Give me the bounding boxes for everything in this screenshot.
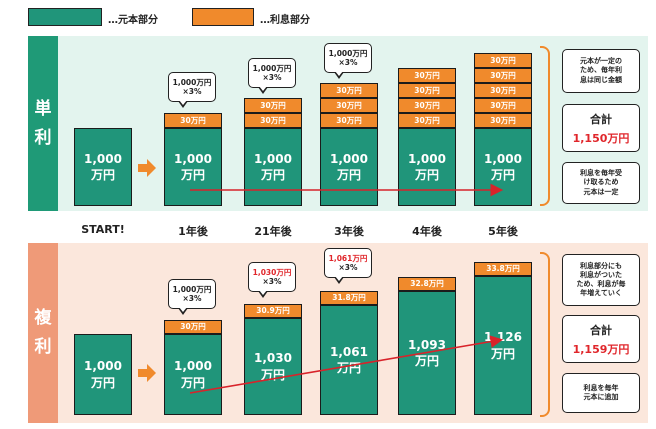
x-label: 3年後	[334, 225, 364, 238]
bubble-tail-inner	[259, 86, 267, 91]
simple-total-value: 1,150万円	[572, 132, 630, 145]
interest-segment: 30万円	[164, 113, 222, 128]
interest-segment: 30万円	[320, 113, 378, 128]
interest-segment: 30万円	[398, 98, 456, 113]
interest-segment: 30万円	[474, 53, 532, 68]
interest-segment: 32.8万円	[398, 277, 456, 291]
calc-bubble-rate: ×3%	[262, 277, 282, 286]
simple-total-box: 合計 1,150万円	[562, 104, 640, 152]
calc-bubble-rate: ×3%	[182, 87, 202, 96]
interest-segment: 30万円	[398, 113, 456, 128]
bubble-tail-inner	[179, 100, 187, 105]
simple-interest-tab: 単利	[28, 36, 58, 211]
interest-segment: 30万円	[474, 68, 532, 83]
calc-bubble: 1,000万円×3%	[324, 43, 372, 73]
bubble-tail-inner	[335, 71, 343, 76]
interest-segment: 30万円	[320, 98, 378, 113]
compound-bracket	[540, 252, 550, 417]
start-arrow-compound	[138, 364, 156, 382]
x-label: 4年後	[412, 225, 442, 238]
interest-segment: 30万円	[474, 83, 532, 98]
calc-bubble: 1,000万円×3%	[248, 58, 296, 88]
compound-total-value: 1,159万円	[572, 343, 630, 356]
legend-interest-label: …利息部分	[260, 15, 310, 26]
x-label: 5年後	[488, 225, 518, 238]
x-label: START!	[81, 223, 125, 236]
simple-note-top: 元本が一定のため、毎年利息は同じ金額	[562, 49, 640, 93]
calc-bubble: 1,000万円×3%	[168, 279, 216, 309]
interest-segment: 33.8万円	[474, 262, 532, 276]
x-label: 21年後	[254, 225, 292, 238]
compound-total-label: 合計	[590, 324, 612, 337]
interest-segment: 30.9万円	[244, 304, 302, 318]
calc-bubble-principal: 1,030万円	[252, 267, 292, 277]
compound-total-box: 合計 1,159万円	[562, 315, 640, 363]
calc-bubble-principal: 1,000万円	[252, 63, 292, 73]
calc-bubble-principal: 1,000万円	[172, 77, 212, 87]
simple-bracket	[540, 46, 550, 206]
legend-principal-label: …元本部分	[108, 15, 158, 26]
calc-bubble-rate: ×3%	[262, 73, 282, 82]
compound-note-bottom: 利息を毎年元本に追加	[562, 373, 640, 413]
interest-segment: 30万円	[474, 113, 532, 128]
simple-total-label: 合計	[590, 113, 612, 126]
bubble-tail-inner	[335, 276, 343, 281]
interest-segment: 30万円	[244, 98, 302, 113]
calc-bubble-rate: ×3%	[338, 263, 358, 272]
calc-bubble: 1,061万円×3%	[324, 248, 372, 278]
interest-segment: 30万円	[398, 68, 456, 83]
interest-segment: 30万円	[164, 320, 222, 334]
bubble-tail-inner	[179, 307, 187, 312]
interest-segment: 30万円	[398, 83, 456, 98]
calc-bubble-rate: ×3%	[182, 294, 202, 303]
calc-bubble-principal: 1,000万円	[328, 48, 368, 58]
calc-bubble: 1,000万円×3%	[168, 72, 216, 102]
bubble-tail-inner	[259, 290, 267, 295]
interest-segment: 30万円	[320, 83, 378, 98]
compound-interest-tab: 複利	[28, 243, 58, 423]
x-label: 1年後	[178, 225, 208, 238]
calc-bubble-principal: 1,061万円	[328, 253, 368, 263]
interest-segment: 30万円	[244, 113, 302, 128]
calc-bubble-principal: 1,000万円	[172, 284, 212, 294]
legend-principal-swatch	[28, 8, 102, 26]
calc-bubble: 1,030万円×3%	[248, 262, 296, 292]
calc-bubble-rate: ×3%	[338, 58, 358, 67]
start-arrow-simple	[138, 159, 156, 177]
interest-segment: 31.8万円	[320, 291, 378, 305]
interest-segment: 30万円	[474, 98, 532, 113]
legend-interest-swatch	[192, 8, 254, 26]
simple-note-bottom: 利息を毎年受け取るため元本は一定	[562, 162, 640, 204]
compound-note-top: 利息部分にも利息がついたため、利息が毎年増えていく	[562, 254, 640, 306]
